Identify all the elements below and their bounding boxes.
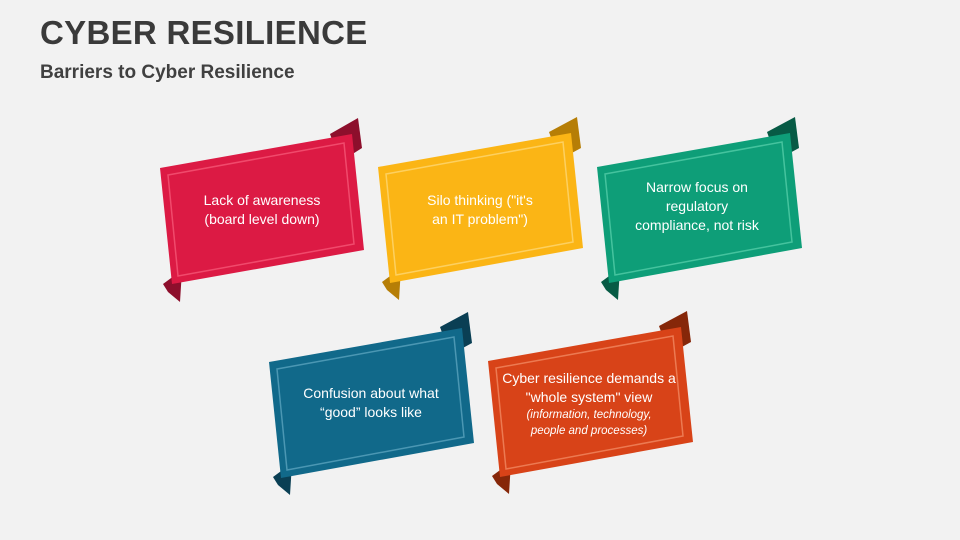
barrier-card-4-shape (269, 312, 474, 495)
barrier-3-line-3: compliance, not risk (635, 216, 759, 233)
barrier-card-3: Narrow focus on regulatory compliance, n… (612, 168, 782, 244)
barrier-card-1: Lack of awareness (board level down) (182, 180, 342, 240)
barrier-card-4: Confusion about what “good” looks like (286, 373, 456, 433)
barrier-3-line-1: Narrow focus on (646, 178, 748, 195)
barrier-card-5-shape (488, 311, 693, 494)
barrier-1-line-2: (board level down) (204, 211, 320, 227)
barrier-card-1-shape (160, 118, 364, 302)
barrier-2-line-1: Silo thinking ("it's (427, 192, 533, 208)
barrier-card-3-shape (597, 117, 802, 300)
barrier-card-2: Silo thinking ("it's an IT problem") (400, 180, 560, 240)
barrier-5-line-2: "whole system" view (525, 389, 653, 405)
barrier-3-line-2: regulatory (665, 197, 729, 214)
barrier-4-line-1: Confusion about what (303, 385, 439, 401)
barrier-2-line-2: an IT problem") (432, 211, 528, 227)
barrier-card-5: Cyber resilience demands a "whole system… (496, 364, 682, 444)
barrier-1-line-1: Lack of awareness (203, 192, 321, 208)
page-title: CYBER RESILIENCE (40, 14, 368, 51)
barrier-5-note-1: (information, technology, (526, 409, 652, 421)
barrier-5-note-2: people and processes) (530, 425, 648, 437)
page-subtitle: Barriers to Cyber Resilience (40, 62, 295, 83)
barrier-5-line-1: Cyber resilience demands a (502, 370, 676, 386)
barrier-card-2-shape (378, 117, 583, 300)
barrier-4-line-2: “good” looks like (320, 404, 422, 420)
